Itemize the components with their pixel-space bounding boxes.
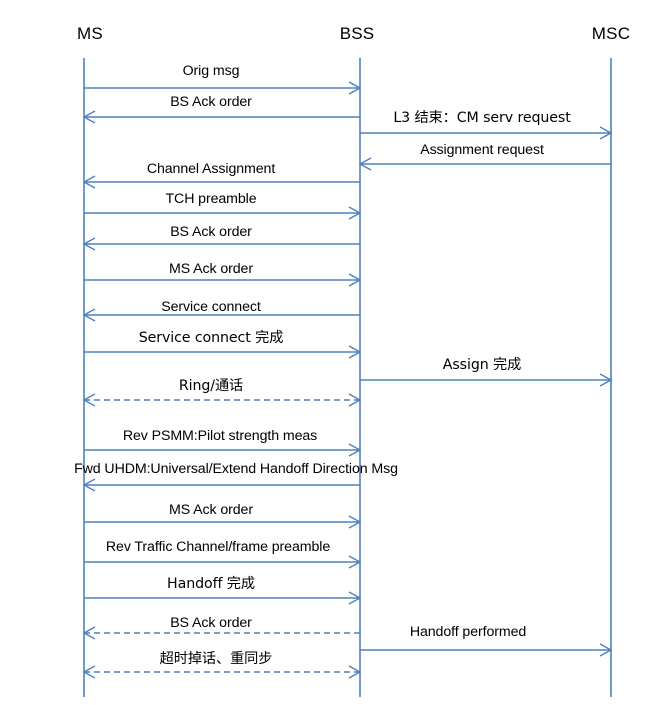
arrowhead-14-r xyxy=(348,515,362,529)
arrowhead-19-r xyxy=(348,665,362,679)
message-label-2: L3 结束：CM serv request xyxy=(393,110,571,126)
arrowhead-2-r xyxy=(599,126,613,140)
lifeline-header-msc: MSC xyxy=(591,24,631,43)
arrowhead-6-l xyxy=(82,237,96,251)
message-label-10: Assign 完成 xyxy=(442,357,522,373)
message-label-4: Channel Assignment xyxy=(146,161,276,177)
message-label-7: MS Ack order xyxy=(169,261,253,277)
arrowhead-3-l xyxy=(358,157,372,171)
message-label-9: Service connect 完成 xyxy=(138,330,284,346)
message-label-16: Handoff 完成 xyxy=(167,576,255,592)
message-label-3: Assignment request xyxy=(420,142,544,158)
message-label-18: Handoff performed xyxy=(409,624,527,640)
arrowhead-13-l xyxy=(82,478,96,492)
message-label-13: Fwd UHDM:Universal/Extend Handoff Direct… xyxy=(74,461,398,477)
arrowhead-7-r xyxy=(348,273,362,287)
message-label-14: MS Ack order xyxy=(169,502,253,518)
message-label-12: Rev PSMM:Pilot strength meas xyxy=(122,428,318,444)
arrowhead-5-r xyxy=(348,206,362,220)
message-label-17: BS Ack order xyxy=(170,615,252,631)
message-label-5: TCH preamble xyxy=(165,191,257,207)
arrowhead-8-l xyxy=(82,308,96,322)
arrowhead-1-l xyxy=(82,110,96,124)
arrowhead-11-r xyxy=(348,393,362,407)
message-label-0: Orig msg xyxy=(182,63,240,79)
message-label-1: BS Ack order xyxy=(170,94,252,110)
lifeline-header-bss: BSS xyxy=(339,24,375,43)
arrowhead-9-r xyxy=(348,345,362,359)
messages-layer xyxy=(82,81,613,679)
arrowhead-12-r xyxy=(348,443,362,457)
arrowhead-17-l xyxy=(82,626,96,640)
arrowhead-0-r xyxy=(348,81,362,95)
arrowhead-4-l xyxy=(82,175,96,189)
message-label-6: BS Ack order xyxy=(170,224,252,240)
message-label-15: Rev Traffic Channel/frame preamble xyxy=(105,539,331,555)
message-label-8: Service connect xyxy=(161,299,261,315)
lifeline-header-ms: MS xyxy=(77,24,103,43)
message-label-11: Ring/通话 xyxy=(178,378,244,394)
arrowhead-10-r xyxy=(599,373,613,387)
arrowhead-11-l xyxy=(82,393,96,407)
arrowhead-16-r xyxy=(348,591,362,605)
message-label-19: 超时掉话、重同步 xyxy=(159,651,273,667)
arrowhead-15-r xyxy=(348,555,362,569)
arrowhead-18-r xyxy=(599,643,613,657)
arrowhead-19-l xyxy=(82,665,96,679)
